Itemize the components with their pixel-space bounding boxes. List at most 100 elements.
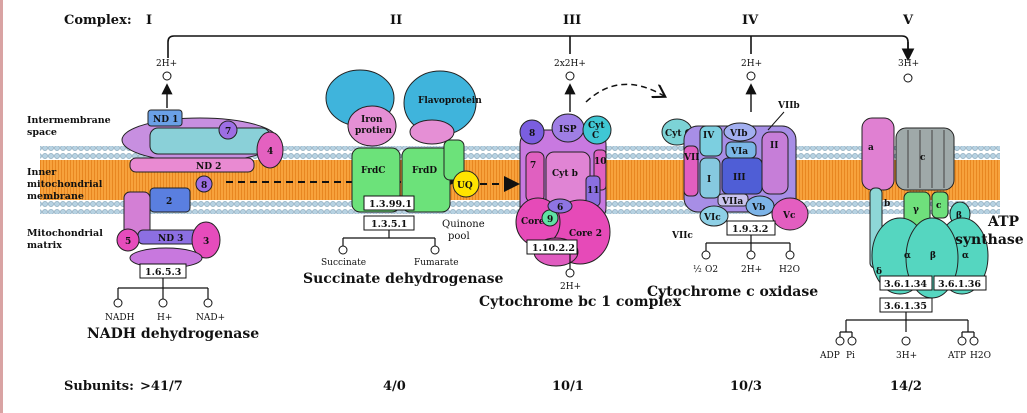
c3-subunit-10-label: 10 [594,157,607,167]
c5-proton-label: 3H+ [896,351,917,361]
c5-ec-number-1: 3.6.1.34 [884,279,927,290]
c5-pi-marker [847,336,857,346]
c5-subunit-gamma-label: γ [913,205,919,215]
c5-atp-marker [957,336,967,346]
c1-helix-block [149,127,271,155]
proton-c1-marker [162,71,172,81]
c4-subunit-via-label: VIa [730,147,748,157]
c5-ec-number-2: 3.6.1.36 [938,279,981,290]
cytochrome-c-transfer-arc [585,83,664,103]
label-mitochondrial: Mitochondrial [27,228,103,239]
c1-subunit-4 [256,131,284,169]
c3-subunit-9-label: 9 [547,215,553,225]
c4-half-label: ½ [693,264,702,275]
c4-reaction-branch [705,235,791,252]
c5-subunit-delta-label: δ [876,267,882,277]
c2-reaction-branch [342,230,436,247]
proton-c1-label: 2H+ [156,59,177,69]
c2-succinate-marker [338,245,348,255]
c1-proton-marker [158,298,168,308]
c5-pi-label: Pi [846,351,855,361]
c5-proton-marker [901,336,911,346]
c1-nd2 [129,157,255,173]
c4-subunit-vc [771,197,809,231]
c3-subunit-7 [525,151,545,203]
c5-c-ring [895,127,955,191]
c3-core-2-label: Core 2 [569,229,602,239]
c4-subunit-viic-label: VIIc [671,231,693,241]
c1-proton-label: H+ [157,313,172,323]
c2-ec-number-2: 1.3.5.1 [371,219,407,230]
c2-name: Succinate dehydrogenase [303,271,503,287]
proton-c4-label: 2H+ [741,59,762,69]
c4-subunit-viia [717,193,749,207]
complex-header-iii: III [563,13,581,28]
c4-subunit-vc-label: Vc [782,211,796,221]
c5-subunit-beta-small-label: β [956,211,962,221]
label-matrix: matrix [27,240,62,251]
c2-fumarate-label: Fumarate [414,258,459,268]
subunits-footer-label: Subunits: [64,379,134,394]
c3-subunit-6 [547,198,573,214]
c2-frdd-label: FrdD [412,166,437,176]
c5-subunit-c-top-label: c [920,153,926,163]
c5-ec-number-3: 3.6.1.35 [884,301,927,312]
c3-subunit-7-label: 7 [530,161,536,171]
c4-subunit-vic [699,205,729,227]
proton-c5-label: 3H+ [898,59,919,69]
proton-c4-marker [746,71,756,81]
c1-nd2-label: ND 2 [196,162,221,172]
c2-ec-box-1 [363,195,415,211]
c4-ec-number: 1.9.3.2 [732,224,768,235]
c5-atp-label: ATP [947,351,966,361]
subunits-count-iv: 10/3 [730,379,762,394]
c5-h2o-marker [969,336,979,346]
c1-subunit-8 [195,175,213,193]
c4-proton-marker [746,250,756,260]
c3-core-1-label: Core 1 [521,217,554,227]
label-inner: Inner [27,167,57,178]
c2-quinone-label: Quinone [442,219,485,230]
subunits-count-i: >41/7 [140,379,183,394]
c4-subunit-vib [723,122,757,142]
complex-header-v: V [902,13,914,28]
c4-cyt-c-label: Cyt C [665,129,692,139]
c1-reaction-branch [117,278,209,300]
c1-subunit-2-label: 2 [166,197,172,207]
c2-pool-label: pool [448,231,470,242]
c5-subunit-b-label: b [884,199,890,209]
c4-subunit-viia-label: VIIa [721,197,743,207]
c1-nadh-marker [113,298,123,308]
c5-subunit-a [861,117,895,191]
c5-ec-box-2 [933,275,987,291]
c4-subunit-vii [683,145,699,197]
c3-name: Cytochrome bc 1 complex [479,294,682,310]
c1-nd1-label: ND 1 [153,115,178,125]
c1-name: NADH dehydrogenase [87,326,259,342]
c3-ec-box [526,239,578,255]
c5-name-atp: ATP [987,214,1020,230]
c1-nad-label: NAD+ [196,313,225,323]
c1-subunit-7-label: 7 [225,127,231,137]
c1-subunit-8-label: 8 [201,181,207,191]
c3-c-label: C [592,131,599,141]
c4-subunit-vii-label: VII [683,153,699,163]
complex-iv: Cyt C IV VIb VIIb VII VIa II III I VIIa … [647,101,818,300]
complex-v: a c b γ c β δ α β α 3.6.1.34 3.6.1.36 3.… [819,117,1024,361]
complex-i: ND 1 7 4 ND 2 8 2 ND 3 5 3 1.6.5.3 NADH … [87,109,284,342]
c2-flavo-lower [409,119,455,145]
proton-flow-bracket [167,35,909,58]
c1-subunit-4-label: 4 [267,147,273,157]
ubiquinone-uq [452,170,480,198]
c3-isp-label: ISP [559,125,577,135]
c1-subunit-3-label: 3 [203,237,209,247]
c4-subunit-i [699,157,721,199]
c5-subunit-c-lower [931,191,949,219]
label-inner-mitochondrial: mitochondrial [27,179,103,190]
subunits-count-v: 14/2 [890,379,922,394]
c4-subunit-iv-label: IV [703,131,715,141]
c5-h2o-label: H2O [970,351,991,361]
c3-cyt-b [545,151,591,209]
c5-subunit-c-lower-label: c [936,201,942,211]
